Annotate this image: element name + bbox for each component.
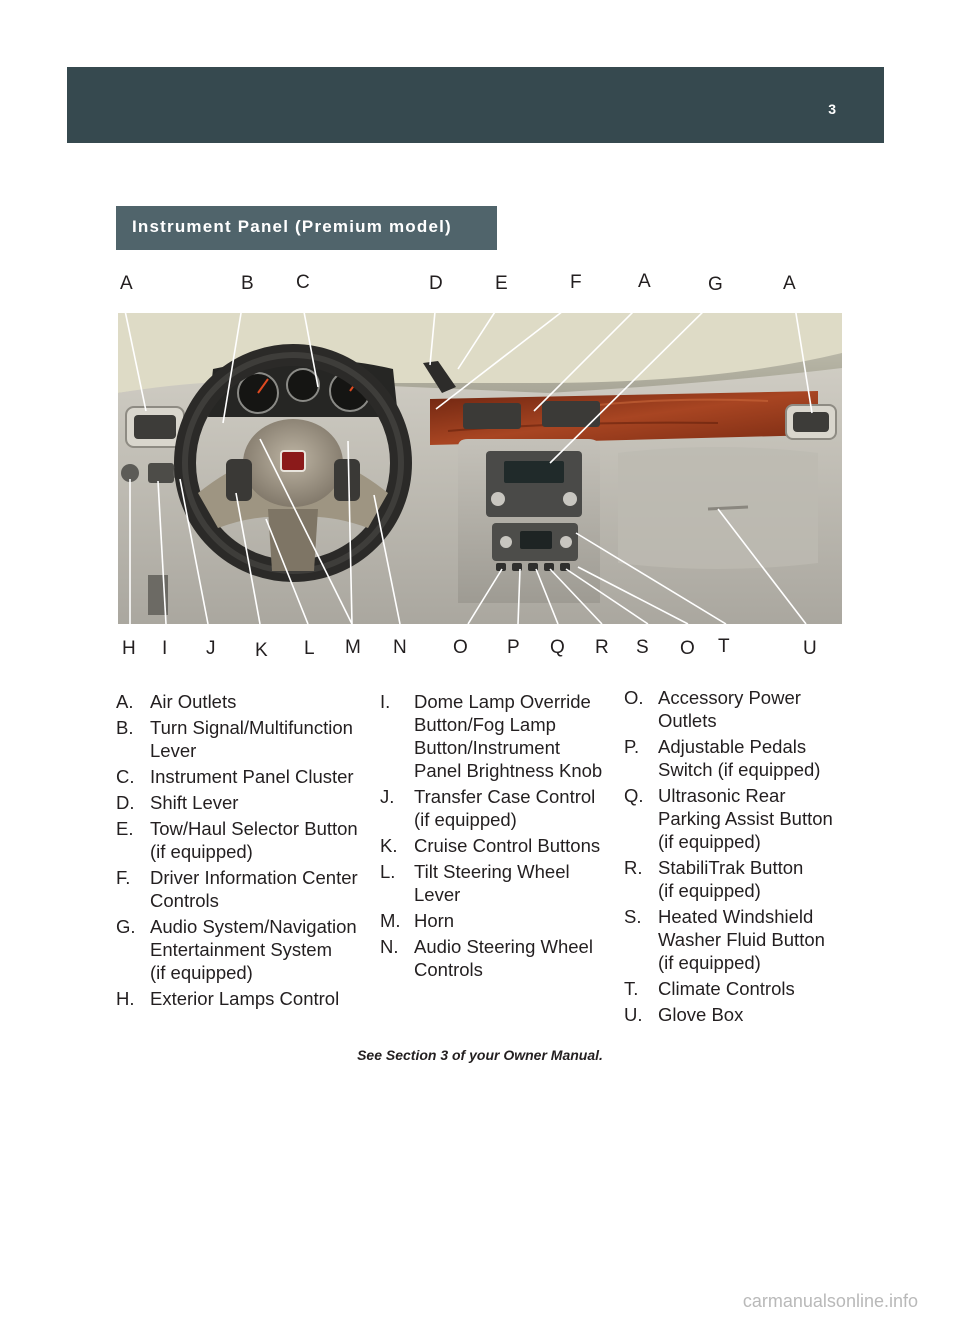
callout-top-a1: A [120,273,133,294]
callout-bottom-m: M [345,637,361,658]
legend-item: C. Instrument Panel Cluster [116,765,376,788]
legend-item: H. Exterior Lamps Control [116,987,376,1010]
legend-key: K. [380,835,398,856]
legend-key: L. [380,861,396,882]
legend-key: Q. [624,785,644,806]
legend-column-1: A. Air Outlets B. Turn Signal/Multifunctio… [116,690,376,1013]
legend-text: StabiliTrak Button (if equipped) [658,857,804,901]
callout-bottom-l: L [304,638,315,659]
callout-bottom-q: Q [550,637,565,658]
callout-bottom-o2: O [680,638,695,659]
callout-top-f: F [570,272,582,293]
legend-key: G. [116,916,136,937]
legend-key: J. [380,786,395,807]
header-bar: 3 [67,67,884,143]
legend-text: Transfer Case Control (if equipped) [414,786,596,830]
legend-text: Adjustable Pedals Switch (if equipped) [658,736,821,780]
legend-text: Audio Steering Wheel Controls [414,936,593,980]
legend-text: Horn [414,910,455,931]
legend-key: A. [116,691,134,712]
callout-bottom-t: T [718,636,730,657]
legend-key: B. [116,717,134,738]
callout-bottom-p: P [507,637,520,658]
legend-key: C. [116,766,135,787]
legend-key: R. [624,857,643,878]
legend-item: N. Audio Steering Wheel Controls [380,935,620,981]
legend-text: Dome Lamp Override Button/Fog Lamp Butto… [414,691,603,781]
section-title: Instrument Panel (Premium model) [132,217,452,236]
legend-item: M. Horn [380,909,620,932]
callout-top-c: C [296,272,310,293]
legend-key: O. [624,687,644,708]
legend-key: E. [116,818,134,839]
legend-key: P. [624,736,640,757]
legend-key: T. [624,978,639,999]
legend-item: U. Glove Box [624,1003,854,1026]
legend-key: D. [116,792,135,813]
legend-item: F. Driver Information Center Controls [116,866,376,912]
callout-top-g: G [708,274,723,295]
footnote: See Section 3 of your Owner Manual. [357,1047,603,1063]
callout-top-e: E [495,273,508,294]
callout-bottom-u: U [803,638,817,659]
callout-bottom-s: S [636,637,649,658]
callout-top-d: D [429,273,443,294]
legend-text: Turn Signal/Multifunction Lever [150,717,353,761]
legend-item: J. Transfer Case Control (if equipped) [380,785,620,831]
legend-column-2: I. Dome Lamp Override Button/Fog Lamp But… [380,690,620,984]
callout-bottom-n: N [393,637,407,658]
legend-text: Audio System/Navigation Entertainment Sy… [150,916,357,983]
legend-item: E. Tow/Haul Selector Button (if equipped) [116,817,376,863]
legend-item: L. Tilt Steering Wheel Lever [380,860,620,906]
legend-item: I. Dome Lamp Override Button/Fog Lamp But… [380,690,620,782]
legend-item: T. Climate Controls [624,977,854,1000]
legend-item: S. Heated Windshield Washer Fluid Button … [624,905,854,974]
legend-item: D. Shift Lever [116,791,376,814]
legend-text: Tow/Haul Selector Button (if equipped) [150,818,358,862]
legend-item: O. Accessory Power Outlets [624,686,854,732]
legend-item: A. Air Outlets [116,690,376,713]
legend-text: Cruise Control Buttons [414,835,601,856]
callout-bottom-o1: O [453,637,468,658]
callout-bottom-h: H [122,638,136,659]
watermark: carmanualsonline.info [742,1291,918,1311]
legend-text: Instrument Panel Cluster [150,766,354,787]
legend-key: U. [624,1004,643,1025]
legend-text: Accessory Power Outlets [658,687,801,731]
legend-text: Driver Information Center Controls [150,867,358,911]
legend-text: Heated Windshield Washer Fluid Button (i… [658,906,825,973]
legend-item: G. Audio System/Navigation Entertainment … [116,915,376,984]
callout-top-b: B [241,273,254,294]
legend-key: S. [624,906,642,927]
legend-key: F. [116,867,131,888]
legend-item: K. Cruise Control Buttons [380,834,620,857]
callout-top-a3: A [783,273,796,294]
legend-key: N. [380,936,399,957]
page-number: 3 [828,101,836,117]
legend-text: Ultrasonic Rear Parking Assist Button (i… [658,785,833,852]
section-tab: Instrument Panel (Premium model) [116,206,497,250]
legend-item: R. StabiliTrak Button (if equipped) [624,856,854,902]
legend-text: Exterior Lamps Control [150,988,340,1009]
legend-item: B. Turn Signal/Multifunction Lever [116,716,376,762]
legend-text: Shift Lever [150,792,239,813]
legend-item: Q. Ultrasonic Rear Parking Assist Button … [624,784,854,853]
callout-bottom-r: R [595,637,609,658]
legend-item: P. Adjustable Pedals Switch (if equipped) [624,735,854,781]
callout-bottom-k: K [255,640,268,661]
legend-key: H. [116,988,135,1009]
legend-key: M. [380,910,401,931]
legend-text: Air Outlets [150,691,237,712]
instrument-panel-photo [118,313,842,624]
callout-bottom-i: I [162,638,168,659]
legend-key: I. [380,691,391,712]
legend-column-3: O. Accessory Power Outlets P. Adjustable P… [624,686,854,1029]
callout-top-a2: A [638,271,651,292]
callout-bottom-j: J [206,638,216,659]
legend-text: Tilt Steering Wheel Lever [414,861,570,905]
legend-text: Climate Controls [658,978,795,999]
legend-text: Glove Box [658,1004,744,1025]
